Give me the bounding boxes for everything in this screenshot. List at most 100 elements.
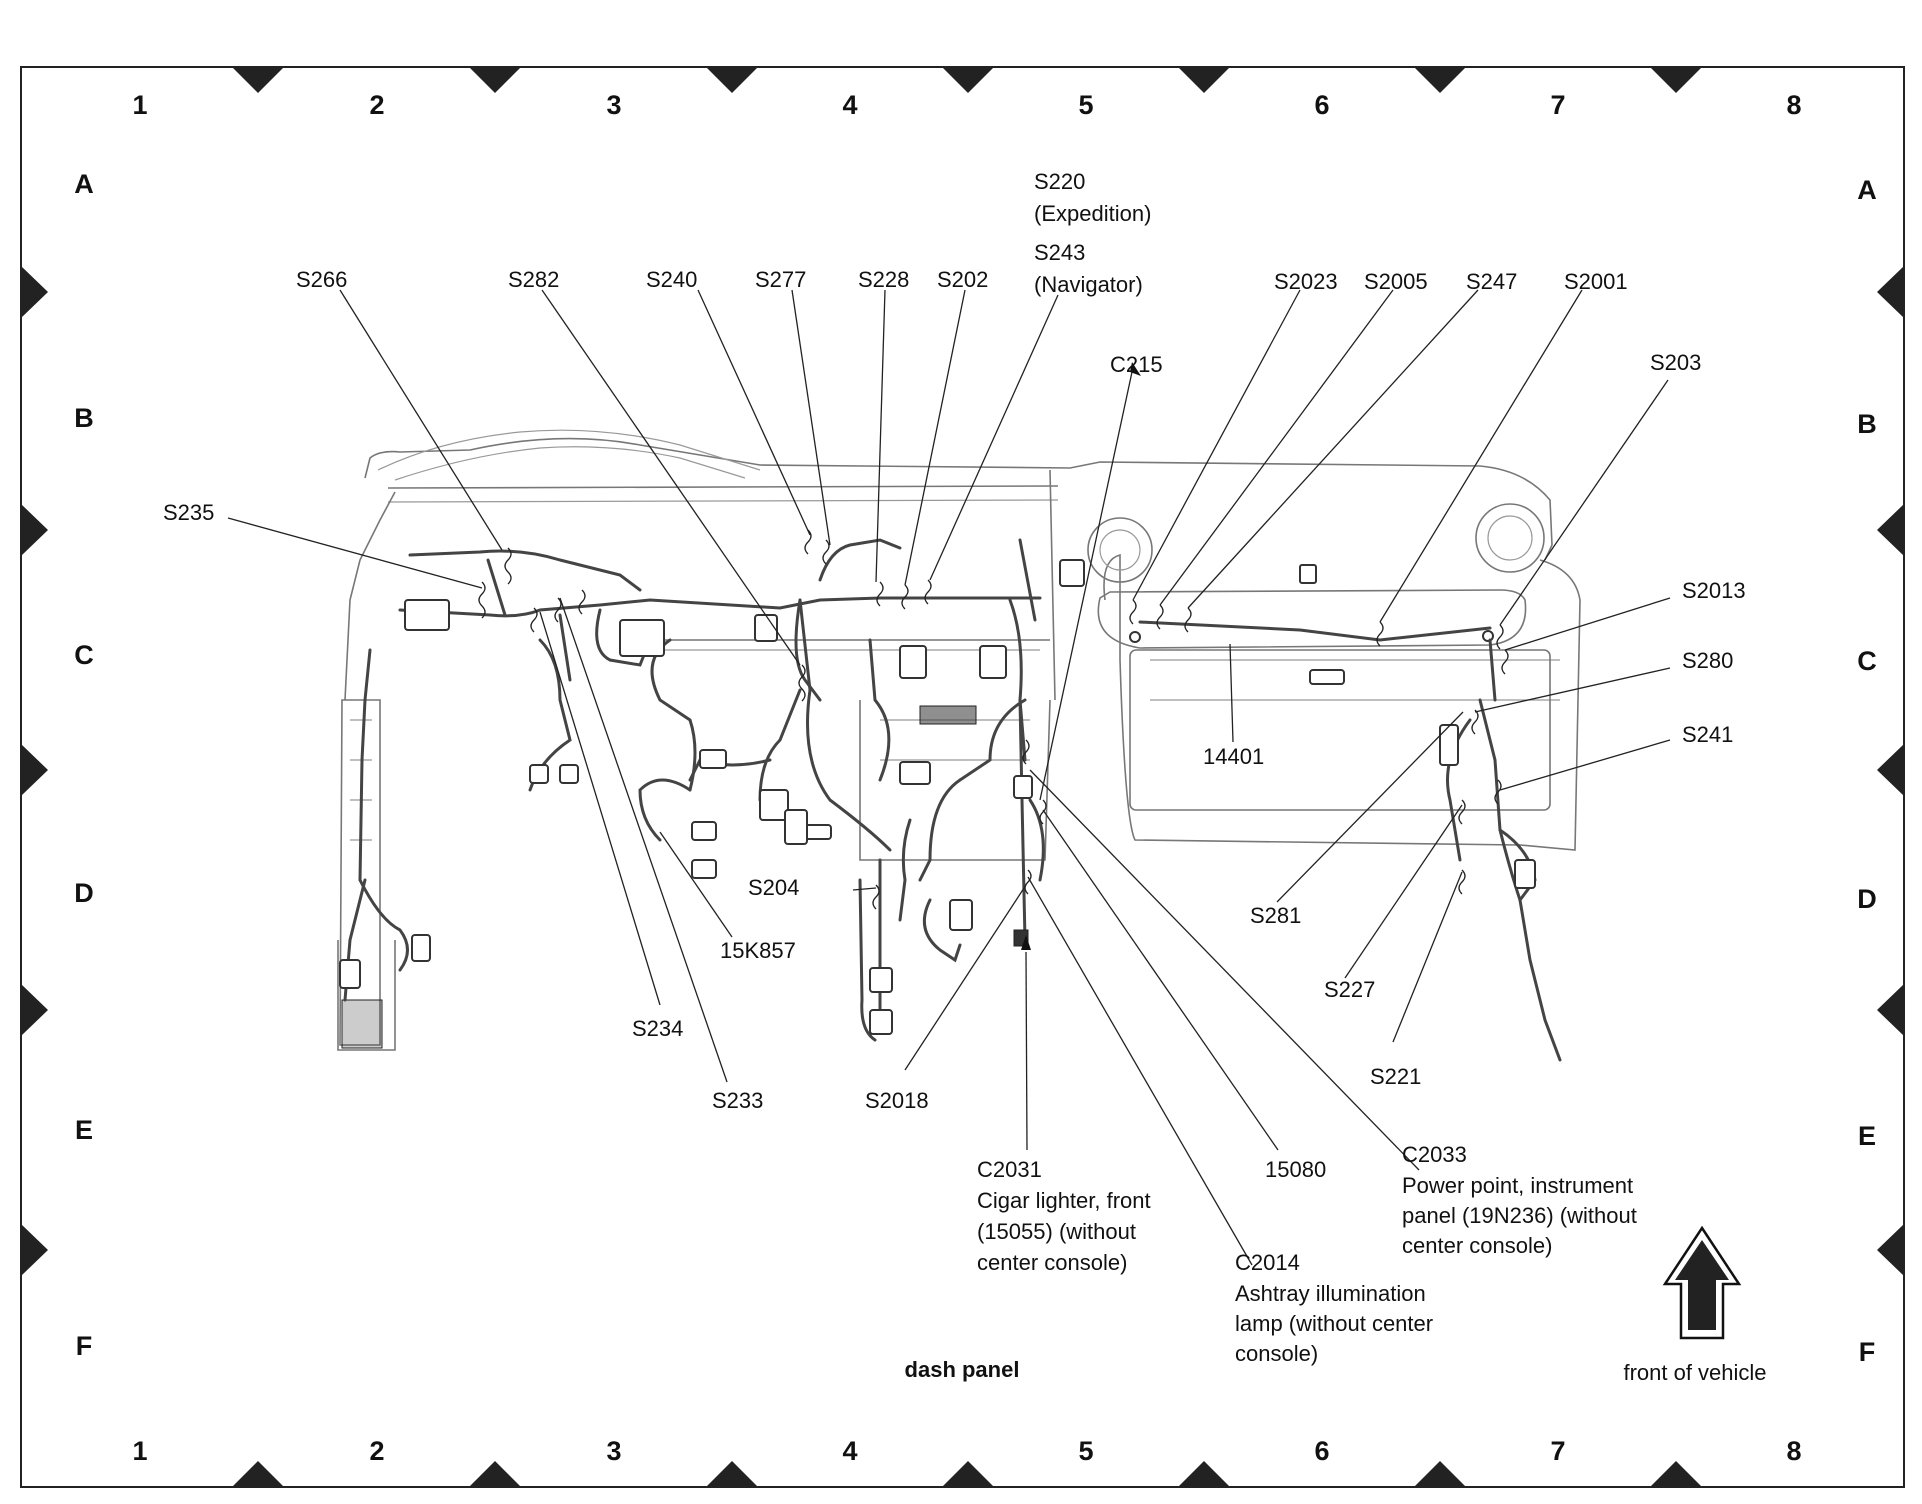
label-S228: S228: [858, 267, 909, 292]
bottom-edge-marker: [469, 1461, 521, 1487]
label-S240: S240: [646, 267, 697, 292]
label-S243: S243: [1034, 240, 1085, 265]
label-S220-note: (Expedition): [1034, 201, 1151, 226]
label-15K857: 15K857: [720, 938, 796, 963]
left-edge-marker: [21, 266, 48, 318]
column-label-top-4: 4: [842, 90, 857, 120]
label-S2023: S2023: [1274, 269, 1338, 294]
left-edge-marker: [21, 504, 48, 556]
label-C2014-line-3: console): [1235, 1341, 1318, 1366]
column-label-top-2: 2: [369, 90, 384, 120]
row-label-right-C: C: [1857, 646, 1877, 676]
row-label-right-A: A: [1857, 175, 1877, 205]
row-label-left-C: C: [74, 640, 94, 670]
right-edge-marker: [1877, 984, 1904, 1036]
label-S241: S241: [1682, 722, 1733, 747]
label-S281: S281: [1250, 903, 1301, 928]
row-label-right-B: B: [1857, 409, 1877, 439]
label-C2033-line-3: center console): [1402, 1233, 1552, 1258]
label-S2001: S2001: [1564, 269, 1628, 294]
column-label-top-1: 1: [132, 90, 147, 120]
label-C2033-line-2: panel (19N236) (without: [1402, 1203, 1637, 1228]
label-S243-note: (Navigator): [1034, 272, 1143, 297]
column-label-top-7: 7: [1550, 90, 1565, 120]
left-edge-marker: [21, 744, 48, 796]
row-label-left-A: A: [74, 169, 94, 199]
column-label-top-6: 6: [1314, 90, 1329, 120]
label-S282: S282: [508, 267, 559, 292]
top-edge-marker: [942, 67, 994, 93]
label-S204: S204: [748, 875, 799, 900]
label-S202: S202: [937, 267, 988, 292]
label-S2013: S2013: [1682, 578, 1746, 603]
label-C2031-line-2: (15055) (without: [977, 1219, 1136, 1244]
leader-lines: [227, 289, 1671, 1266]
label-15080: 15080: [1265, 1157, 1326, 1182]
top-edge-marker: [1414, 67, 1466, 93]
row-label-right-E: E: [1858, 1121, 1876, 1151]
column-label-top-3: 3: [606, 90, 621, 120]
column-label-bottom-4: 4: [842, 1436, 857, 1466]
label-S203: S203: [1650, 350, 1701, 375]
bottom-edge-marker: [706, 1461, 758, 1487]
label-C2031-line-1: Cigar lighter, front: [977, 1188, 1151, 1213]
column-label-bottom-2: 2: [369, 1436, 384, 1466]
label-S233: S233: [712, 1088, 763, 1113]
top-edge-marker: [1178, 67, 1230, 93]
bottom-edge-marker: [1414, 1461, 1466, 1487]
label-C2031: C2031: [977, 1157, 1042, 1182]
dash-panel-drawing: [337, 429, 1581, 1062]
row-label-left-D: D: [74, 878, 94, 908]
bottom-edge-marker: [1178, 1461, 1230, 1487]
label-C2033-line-1: Power point, instrument: [1402, 1173, 1633, 1198]
label-C2031-line-3: center console): [977, 1250, 1127, 1275]
label-C2014-line-2: lamp (without center: [1235, 1311, 1433, 1336]
right-edge-marker: [1877, 266, 1904, 318]
row-label-right-F: F: [1859, 1337, 1876, 1367]
row-label-left-F: F: [76, 1331, 93, 1361]
label-S247: S247: [1466, 269, 1517, 294]
label-S221: S221: [1370, 1064, 1421, 1089]
column-label-bottom-8: 8: [1786, 1436, 1801, 1466]
row-label-right-D: D: [1857, 884, 1877, 914]
column-label-bottom-1: 1: [132, 1436, 147, 1466]
label-S220: S220: [1034, 169, 1085, 194]
column-label-top-8: 8: [1786, 90, 1801, 120]
top-edge-marker: [232, 67, 284, 93]
right-edge-marker: [1877, 1224, 1904, 1276]
label-S280: S280: [1682, 648, 1733, 673]
top-edge-marker: [706, 67, 758, 93]
label-S227: S227: [1324, 977, 1375, 1002]
label-S235: S235: [163, 500, 214, 525]
label-S277: S277: [755, 267, 806, 292]
column-label-bottom-6: 6: [1314, 1436, 1329, 1466]
label-C2014: C2014: [1235, 1250, 1300, 1275]
left-edge-marker: [21, 1224, 48, 1276]
front-of-vehicle-label: front of vehicle: [1623, 1360, 1766, 1385]
column-label-bottom-5: 5: [1078, 1436, 1093, 1466]
diagram-title: dash panel: [905, 1357, 1020, 1382]
left-edge-marker: [21, 984, 48, 1036]
column-label-bottom-7: 7: [1550, 1436, 1565, 1466]
label-C215: C215: [1110, 352, 1163, 377]
label-S2005: S2005: [1364, 269, 1428, 294]
top-edge-marker: [1650, 67, 1702, 93]
label-C2033: C2033: [1402, 1142, 1467, 1167]
bottom-edge-marker: [232, 1461, 284, 1487]
right-edge-marker: [1877, 744, 1904, 796]
row-label-left-E: E: [75, 1115, 93, 1145]
right-edge-marker: [1877, 504, 1904, 556]
top-edge-marker: [469, 67, 521, 93]
up-arrow-icon: [1662, 1225, 1742, 1340]
label-C2014-line-1: Ashtray illumination: [1235, 1281, 1426, 1306]
bottom-edge-marker: [1650, 1461, 1702, 1487]
label-S234: S234: [632, 1016, 683, 1041]
part-labels: S266 S282 S240 S277 S228 S202 S220 (Expe…: [163, 169, 1746, 1366]
label-14401: 14401: [1203, 744, 1264, 769]
bottom-edge-marker: [942, 1461, 994, 1487]
column-label-top-5: 5: [1078, 90, 1093, 120]
grid-markers: [21, 67, 1904, 1487]
